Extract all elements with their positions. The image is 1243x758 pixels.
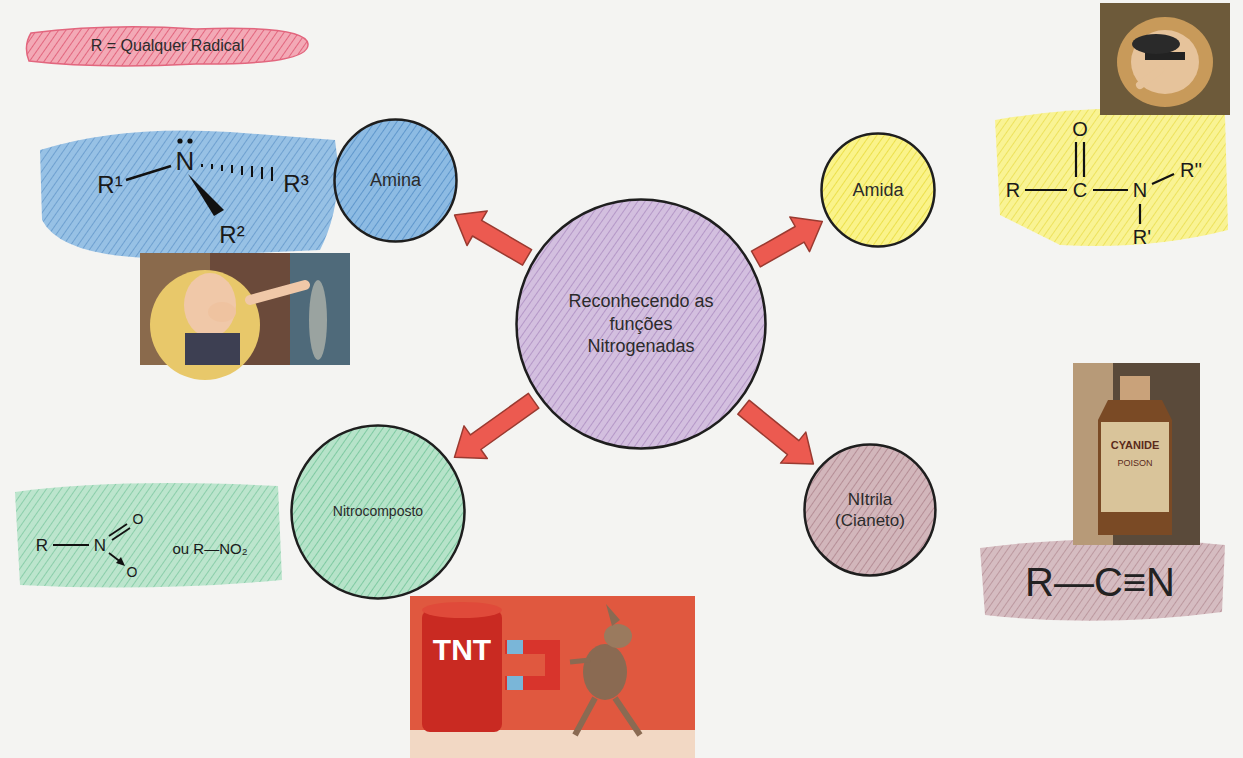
atom-label: R <box>1006 180 1020 200</box>
block-arrow <box>455 393 539 458</box>
node-outline <box>803 443 937 577</box>
atom-label: O <box>127 565 138 579</box>
node-text: Nitrocomposto <box>333 503 423 521</box>
atom-label: R <box>36 537 48 554</box>
node-text: Amina <box>370 169 421 192</box>
atom-label: N <box>176 148 195 174</box>
central-circle: Reconhecendo as funções Nitrogenadas <box>515 198 767 450</box>
block-arrow <box>752 217 823 267</box>
atom-label: O <box>1072 119 1088 139</box>
formula-text: R—C≡N <box>1025 562 1175 602</box>
node-text: NItrila (Cianeto) <box>815 489 925 532</box>
atom-label: R² <box>219 223 244 247</box>
picture-text: CYANIDE <box>1111 440 1160 451</box>
formula-text: ou R—NO₂ <box>172 541 247 556</box>
node-text: Amida <box>852 179 903 202</box>
atom-label: R' <box>1133 227 1151 247</box>
atom-label: O <box>133 512 144 526</box>
picture-text: POISON <box>1117 459 1152 468</box>
function-circle: Nitrocomposto <box>290 424 466 600</box>
atom-label: N <box>1133 180 1147 200</box>
block-arrow <box>738 400 814 464</box>
atom-label: N <box>94 537 106 554</box>
block-arrow <box>455 211 532 265</box>
function-circle: Amida <box>820 132 936 248</box>
node-text: R = Qualquer Radical <box>91 36 244 56</box>
atom-label: R¹ <box>97 173 122 197</box>
atom-label: R³ <box>283 172 308 196</box>
node-text: Reconhecendo as funções Nitrogenadas <box>566 290 716 358</box>
picture-text: TNT <box>433 635 491 665</box>
function-circle: Amina <box>333 118 458 243</box>
atom-label: R'' <box>1180 160 1202 180</box>
function-circle: NItrila (Cianeto) <box>803 443 937 577</box>
note-box: R = Qualquer Radical <box>25 25 310 67</box>
atom-label: C <box>1073 180 1087 200</box>
